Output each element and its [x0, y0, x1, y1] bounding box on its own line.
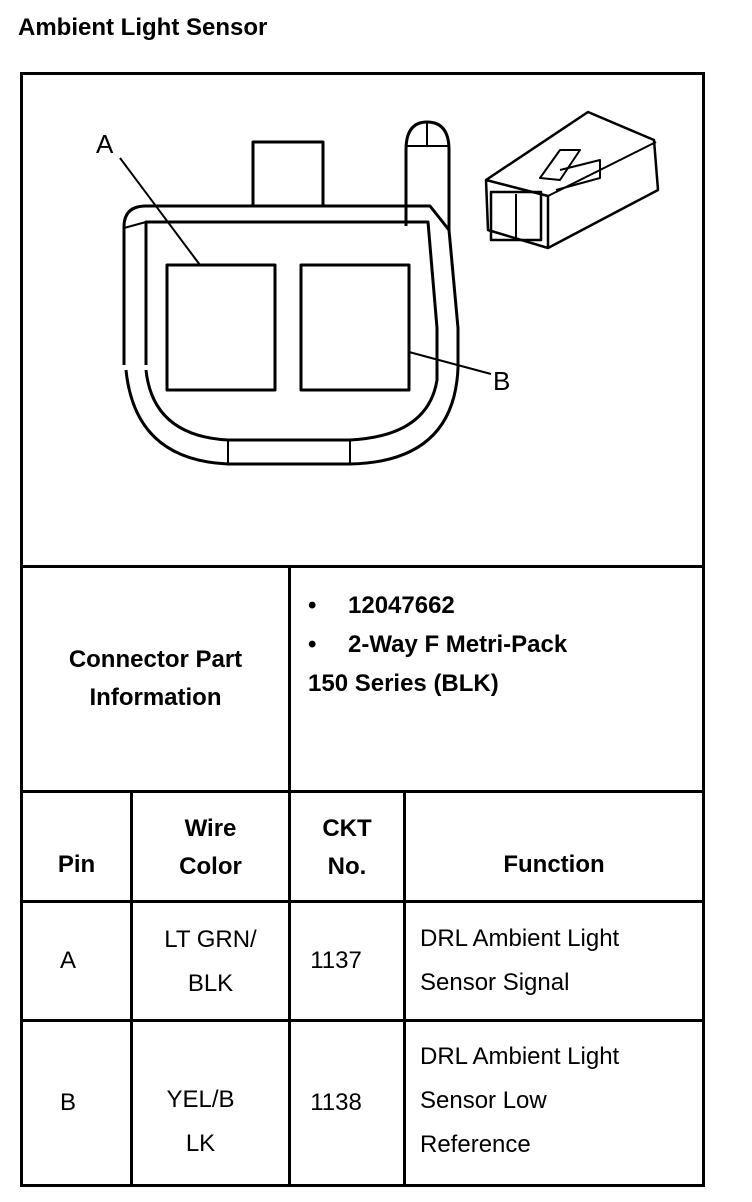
row-b-ckt: 1138 [310, 1088, 362, 1116]
row-b-pin: B [59, 1088, 76, 1116]
divider-info-col [288, 565, 291, 793]
row-a-pin: A [59, 946, 76, 974]
row-a-function: DRL Ambient Light Sensor Signal [420, 925, 620, 996]
row-b-function: DRL Ambient Light Sensor Low Reference [420, 1043, 620, 1158]
label-b: B [493, 366, 511, 396]
row-b-wire-color: YEL/B LK [166, 1086, 235, 1157]
divider-row-a [20, 1019, 705, 1022]
header-wire-color: Wire Color [179, 815, 242, 880]
header-function: Function [503, 850, 605, 878]
divider-col-3 [403, 790, 406, 1187]
connector-type-line: • 2-Way F Metri-Pack [308, 625, 567, 664]
bullet: • [308, 631, 317, 658]
table-right-border [702, 72, 705, 1187]
divider-header [20, 900, 705, 903]
part-number: 12047662 [348, 592, 455, 619]
table-frame [20, 72, 704, 1187]
connector-diagram: A B [23, 75, 701, 565]
connector-type: 2-Way F Metri-Pack [348, 631, 568, 658]
divider-connector-info [20, 790, 705, 793]
header-pin: Pin [57, 850, 96, 878]
row-a-wire-color: LT GRN/ BLK [164, 926, 257, 997]
connector-info-label: Connector Part Information [23, 568, 288, 790]
connector-info-label-line1: Connector Part [68, 646, 243, 673]
bullet: • [308, 592, 317, 619]
header-ckt-no: CKT No. [322, 815, 372, 880]
divider-col-2 [288, 790, 291, 1187]
label-a: A [96, 129, 114, 159]
connector-drawing [119, 110, 660, 466]
row-a-ckt: 1137 [310, 946, 362, 974]
divider-diagram [20, 565, 705, 568]
connector-info-label-line2: Information [89, 684, 222, 711]
connector-info-values: • 12047662 • 2-Way F Metri-Pack 150 Series… [308, 586, 567, 703]
divider-bottom [20, 1184, 705, 1187]
part-number-line: • 12047662 [308, 586, 567, 625]
connector-series: 150 Series (BLK) [308, 670, 499, 697]
divider-col-1 [130, 790, 133, 1187]
page-title: Ambient Light Sensor [18, 14, 268, 41]
